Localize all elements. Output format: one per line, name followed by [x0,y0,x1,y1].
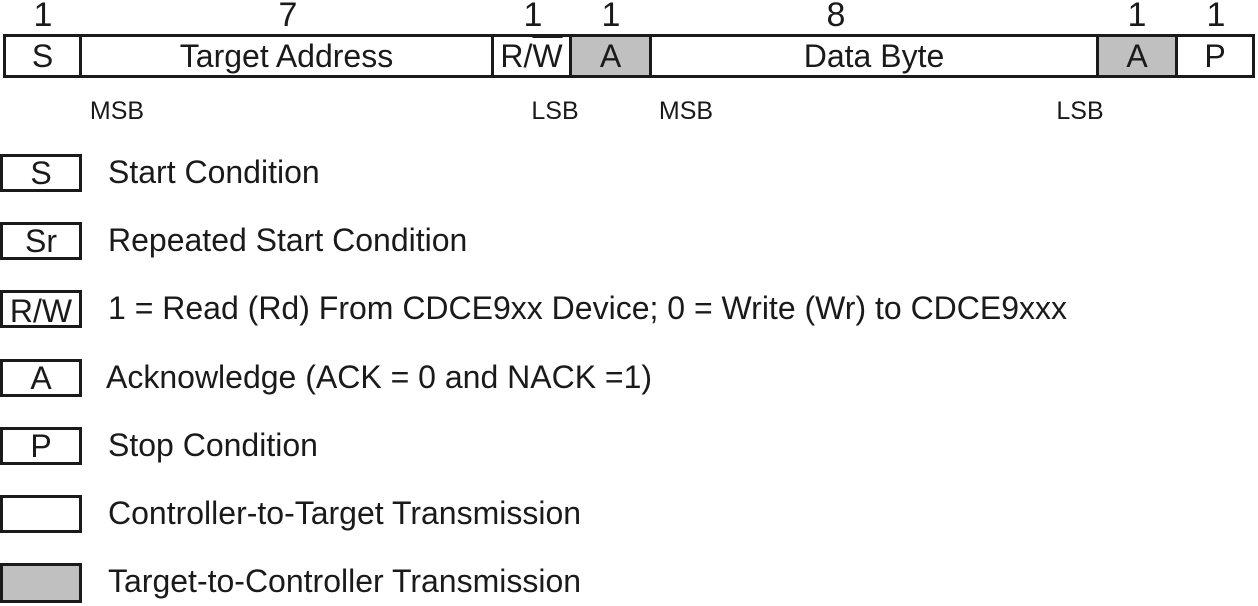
frame-divider [1175,34,1178,78]
lsb-label-address: LSB [531,97,579,125]
field-target-address: Target Address [179,38,394,74]
legend-symbol-rw: R/W [0,290,82,329]
field-rw-prefix: R/ [500,38,533,74]
legend-text-ack: Acknowledge (ACK = 0 and NACK =1) [106,359,653,395]
field-stop: P [1204,38,1226,74]
bit-count-ack-2: 1 [1127,0,1147,34]
frame-divider [649,34,652,78]
frame-divider [491,34,494,78]
frame-divider [3,34,6,78]
legend-text-target-to-controller: Target-to-Controller Transmission [108,563,582,599]
field-rw: R/W [494,37,569,75]
field-rw-overline: W [532,38,563,74]
legend-text-start: Start Condition [108,154,320,190]
bit-count-address: 7 [278,0,298,34]
legend-rw-prefix: R/ [9,293,42,329]
legend-text-controller-to-target: Controller-to-Target Transmission [108,495,582,531]
field-ack-1: A [572,37,649,75]
legend-symbol-stop: P [0,427,82,465]
legend-text-rw: 1 = Read (Rd) From CDCE9xx Device; 0 = W… [108,290,1068,326]
bit-count-start: 1 [33,0,53,34]
frame-divider [79,34,82,78]
legend-text-stop: Stop Condition [108,427,318,463]
legend-rw-overline: W [41,293,73,329]
field-data-byte: Data Byte [803,38,945,74]
legend-symbol-ack: A [0,359,82,397]
frame-divider [569,34,572,78]
bit-count-ack-1: 1 [601,0,621,34]
msb-label-address: MSB [89,97,145,125]
frame-divider [1096,34,1099,78]
legend-symbol-repeated-start: Sr [0,222,82,260]
bit-count-rw: 1 [523,0,543,34]
bit-count-stop: 1 [1206,0,1226,34]
lsb-label-data: LSB [1056,97,1104,125]
frame-divider [1252,34,1255,78]
bit-count-data: 8 [826,0,846,34]
legend-text-repeated-start: Repeated Start Condition [108,222,468,258]
field-ack-2: A [1099,37,1175,75]
legend-swatch-controller-to-target [0,495,82,533]
legend-swatch-target-to-controller [0,563,82,603]
field-start: S [31,38,54,74]
legend-symbol-start: S [0,154,82,192]
msb-label-data: MSB [658,97,714,125]
i2c-frame [4,34,1255,78]
